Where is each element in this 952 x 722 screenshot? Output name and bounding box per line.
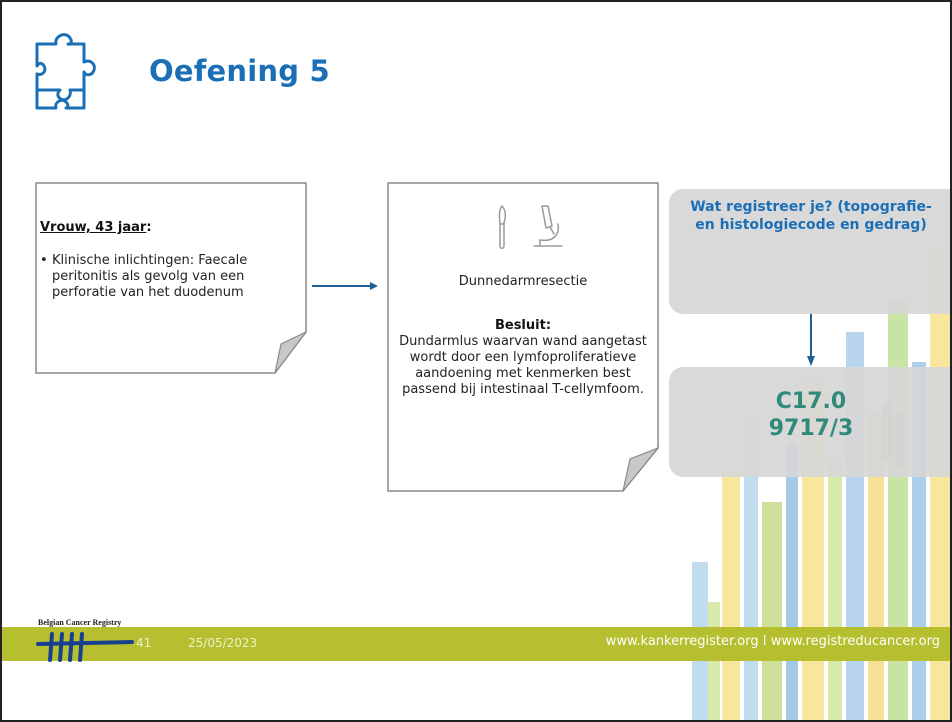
footer-date: 25/05/2023 [188, 636, 258, 650]
answer-codes: C17.0 9717/3 [682, 388, 940, 442]
procedure-name: Dunnedarmresectie [458, 274, 588, 289]
topography-code: C17.0 [775, 389, 847, 414]
note-paper-shape [387, 182, 659, 492]
page-title: Oefening 5 [149, 54, 330, 88]
answer-box [669, 367, 950, 477]
case-bullet-text: Klinische inlichtingen: Faecale peritoni… [52, 253, 248, 300]
footer-urls: www.kankerregister.org I www.registreduc… [605, 634, 940, 649]
microscope-icon [533, 205, 563, 247]
arrow-down-icon [807, 314, 815, 366]
conclusion-title: Besluit: [494, 318, 552, 333]
page-number: 41 [136, 636, 152, 650]
case-bullet-item: • Klinische inlichtingen: Faecale perito… [40, 253, 302, 301]
puzzle-piece-icon [35, 33, 96, 110]
registry-name: Belgian Cancer Registry [38, 618, 122, 627]
registry-logo-icon [36, 632, 134, 662]
scalpel-icon [498, 204, 507, 249]
histology-code: 9717/3 [768, 416, 854, 441]
pathology-note [387, 182, 659, 492]
case-heading: Vrouw, 43 jaar: [40, 220, 152, 235]
conclusion-text: Dundarmlus waarvan wand aangetast wordt … [399, 334, 647, 397]
case-note [35, 182, 307, 374]
note-paper-shape [35, 182, 307, 374]
case-heading-text: Vrouw, 43 jaar [40, 220, 147, 235]
question-text: Wat registreer je? (topografie-en histol… [690, 199, 932, 233]
bullet-icon: • [40, 253, 48, 268]
question-box [669, 189, 950, 314]
case-heading-colon: : [146, 220, 152, 235]
arrow-right-icon [312, 282, 378, 290]
instrument-icons [498, 204, 563, 249]
footer-band [2, 627, 950, 661]
